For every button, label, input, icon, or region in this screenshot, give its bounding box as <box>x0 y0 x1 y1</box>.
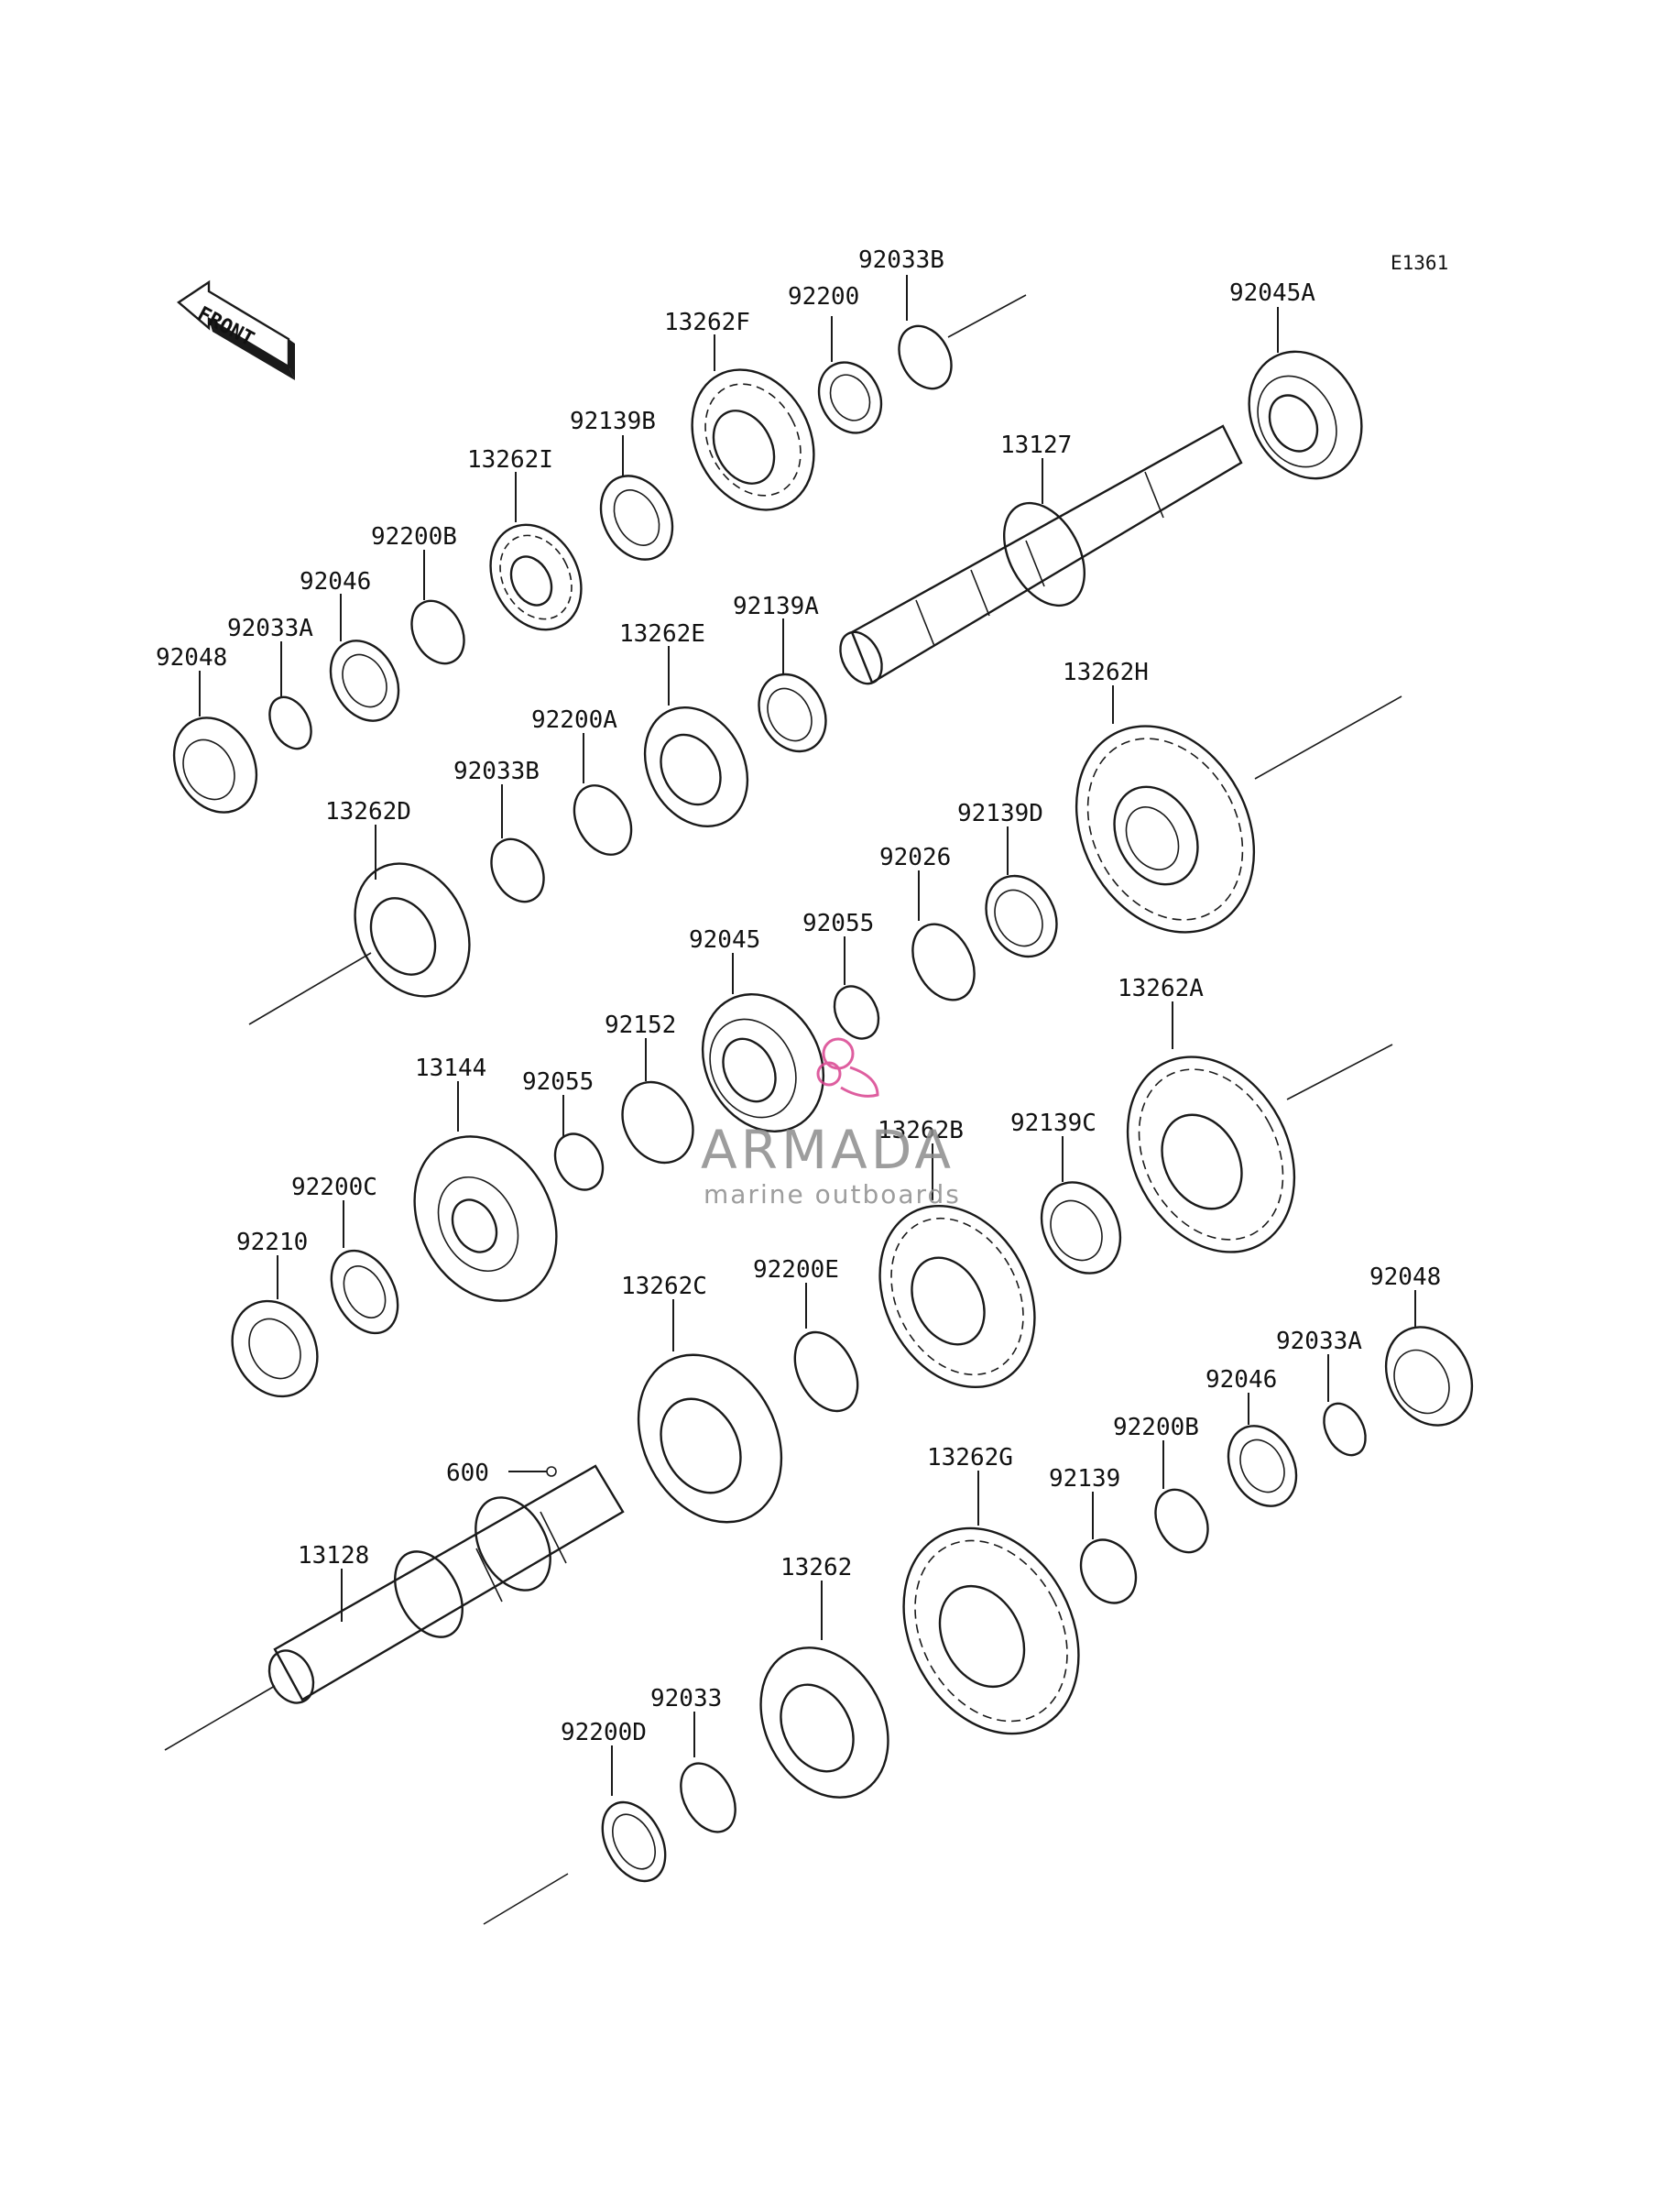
part-label: 92139 <box>1049 1465 1120 1493</box>
armada-logo-icon <box>816 1037 879 1098</box>
bearing-92045 <box>701 993 825 1132</box>
o-ring-92055 <box>833 985 880 1040</box>
watermark: ARMADA marine outboards <box>701 1037 961 1209</box>
washer-92200D <box>601 1800 667 1883</box>
axis-line <box>1286 1044 1393 1100</box>
gear-13262 <box>759 1647 889 1799</box>
part-label: 92200B <box>371 523 457 551</box>
gear-13262I <box>489 523 583 631</box>
bushing-92139C <box>1040 1181 1122 1275</box>
watermark-tagline: marine outboards <box>704 1179 961 1209</box>
washer-92026 <box>911 923 976 1001</box>
part-label: 13262I <box>467 446 553 474</box>
washer-92200B <box>1154 1488 1209 1554</box>
diagram-code: E1361 <box>1391 252 1448 274</box>
bushing-92139D <box>985 874 1058 958</box>
axis-line <box>1254 695 1402 780</box>
part-label: 92210 <box>236 1229 308 1256</box>
circlip-92033A <box>268 695 312 750</box>
gear-13262E <box>643 706 749 828</box>
part-label: 13127 <box>1000 432 1072 459</box>
part-label: 13262D <box>325 798 411 826</box>
part-label: 92200D <box>561 1719 647 1746</box>
part-label: 92200B <box>1113 1414 1199 1441</box>
gear-13262F <box>691 368 815 511</box>
part-labels: 92033B 92200 13262F 92045A 92139B 13127 … <box>156 246 1441 1746</box>
part-label: 13262 <box>780 1554 852 1581</box>
part-label: 92200 <box>788 283 859 311</box>
axis-line <box>483 1873 569 1925</box>
part-label: 13262G <box>927 1444 1013 1471</box>
collar-92152 <box>621 1080 694 1165</box>
part-label: 92045A <box>1229 279 1315 307</box>
needle-bearing-92046 <box>329 640 400 722</box>
needle-bearing-92139B <box>599 475 674 561</box>
part-label: 92139C <box>1010 1110 1096 1137</box>
leader-lines <box>199 275 1416 1796</box>
shaft-13128 <box>267 1464 625 1704</box>
gear-13262B <box>878 1204 1036 1389</box>
bushing-92139A <box>758 673 827 753</box>
washer-92200 <box>817 361 883 434</box>
circlip-92033A <box>1323 1402 1367 1457</box>
part-label: 92033 <box>650 1685 722 1712</box>
shaft-13127 <box>839 424 1243 685</box>
part-label: 92152 <box>605 1012 676 1039</box>
circlip-92033B <box>898 324 953 390</box>
part-label: 600 <box>446 1460 489 1487</box>
front-arrow-icon: FRONT <box>177 279 295 380</box>
part-label: 92045 <box>689 926 760 954</box>
part-label: 13262F <box>664 309 750 336</box>
bearing-92048 <box>172 717 258 814</box>
axis-line <box>947 294 1027 338</box>
gear-13262H <box>1075 725 1256 934</box>
part-label: 13262E <box>619 620 705 648</box>
circlip-92033B <box>490 837 545 903</box>
part-label: 92200A <box>531 706 617 734</box>
dowel-600 <box>546 1466 557 1477</box>
part-label: 13262B <box>878 1117 964 1144</box>
part-label: 92055 <box>522 1068 594 1096</box>
part-label: 92048 <box>156 644 227 672</box>
part-label: 92048 <box>1369 1264 1441 1291</box>
part-label: 92200E <box>753 1256 839 1284</box>
part-label: 92033B <box>858 246 944 274</box>
washer-92200B <box>410 599 465 665</box>
gear-13262D <box>354 862 471 998</box>
watermark-brand: ARMADA <box>701 1119 955 1181</box>
part-label: 92139B <box>570 408 656 435</box>
bearing-92048 <box>1384 1326 1474 1427</box>
part-label: 92033B <box>453 758 540 785</box>
axis-line <box>164 1685 276 1751</box>
washer-92200A <box>573 784 633 856</box>
bushing-92139 <box>1079 1538 1138 1604</box>
part-label: 92055 <box>802 910 874 937</box>
part-label: 92033A <box>1276 1328 1362 1355</box>
part-label: 92046 <box>300 568 371 596</box>
o-ring-92055 <box>553 1132 605 1191</box>
gear-13262C <box>637 1353 783 1524</box>
gear-13262A <box>1126 1056 1296 1253</box>
part-label: 92046 <box>1205 1366 1277 1394</box>
part-label: 92026 <box>879 844 951 871</box>
part-label: 92139A <box>733 593 819 620</box>
part-label: 13262H <box>1063 659 1149 686</box>
sprocket-13144 <box>413 1135 558 1302</box>
part-label: 92139D <box>957 800 1043 827</box>
part-label: 92200C <box>291 1174 377 1201</box>
needle-bearing-92046 <box>1227 1425 1298 1507</box>
part-label: 92033A <box>227 615 313 642</box>
part-label: 13128 <box>298 1542 369 1570</box>
washer-92200E <box>793 1330 859 1413</box>
gear-13262G <box>902 1526 1080 1735</box>
axis-line <box>248 952 372 1025</box>
part-label: 13262A <box>1118 975 1204 1002</box>
washer-92200C <box>330 1249 399 1335</box>
circlip-92033 <box>680 1762 736 1833</box>
part-label: 13262C <box>621 1273 707 1300</box>
nut-92210 <box>231 1299 319 1398</box>
bearing-92045A <box>1248 350 1363 480</box>
part-label: 13144 <box>415 1055 486 1082</box>
